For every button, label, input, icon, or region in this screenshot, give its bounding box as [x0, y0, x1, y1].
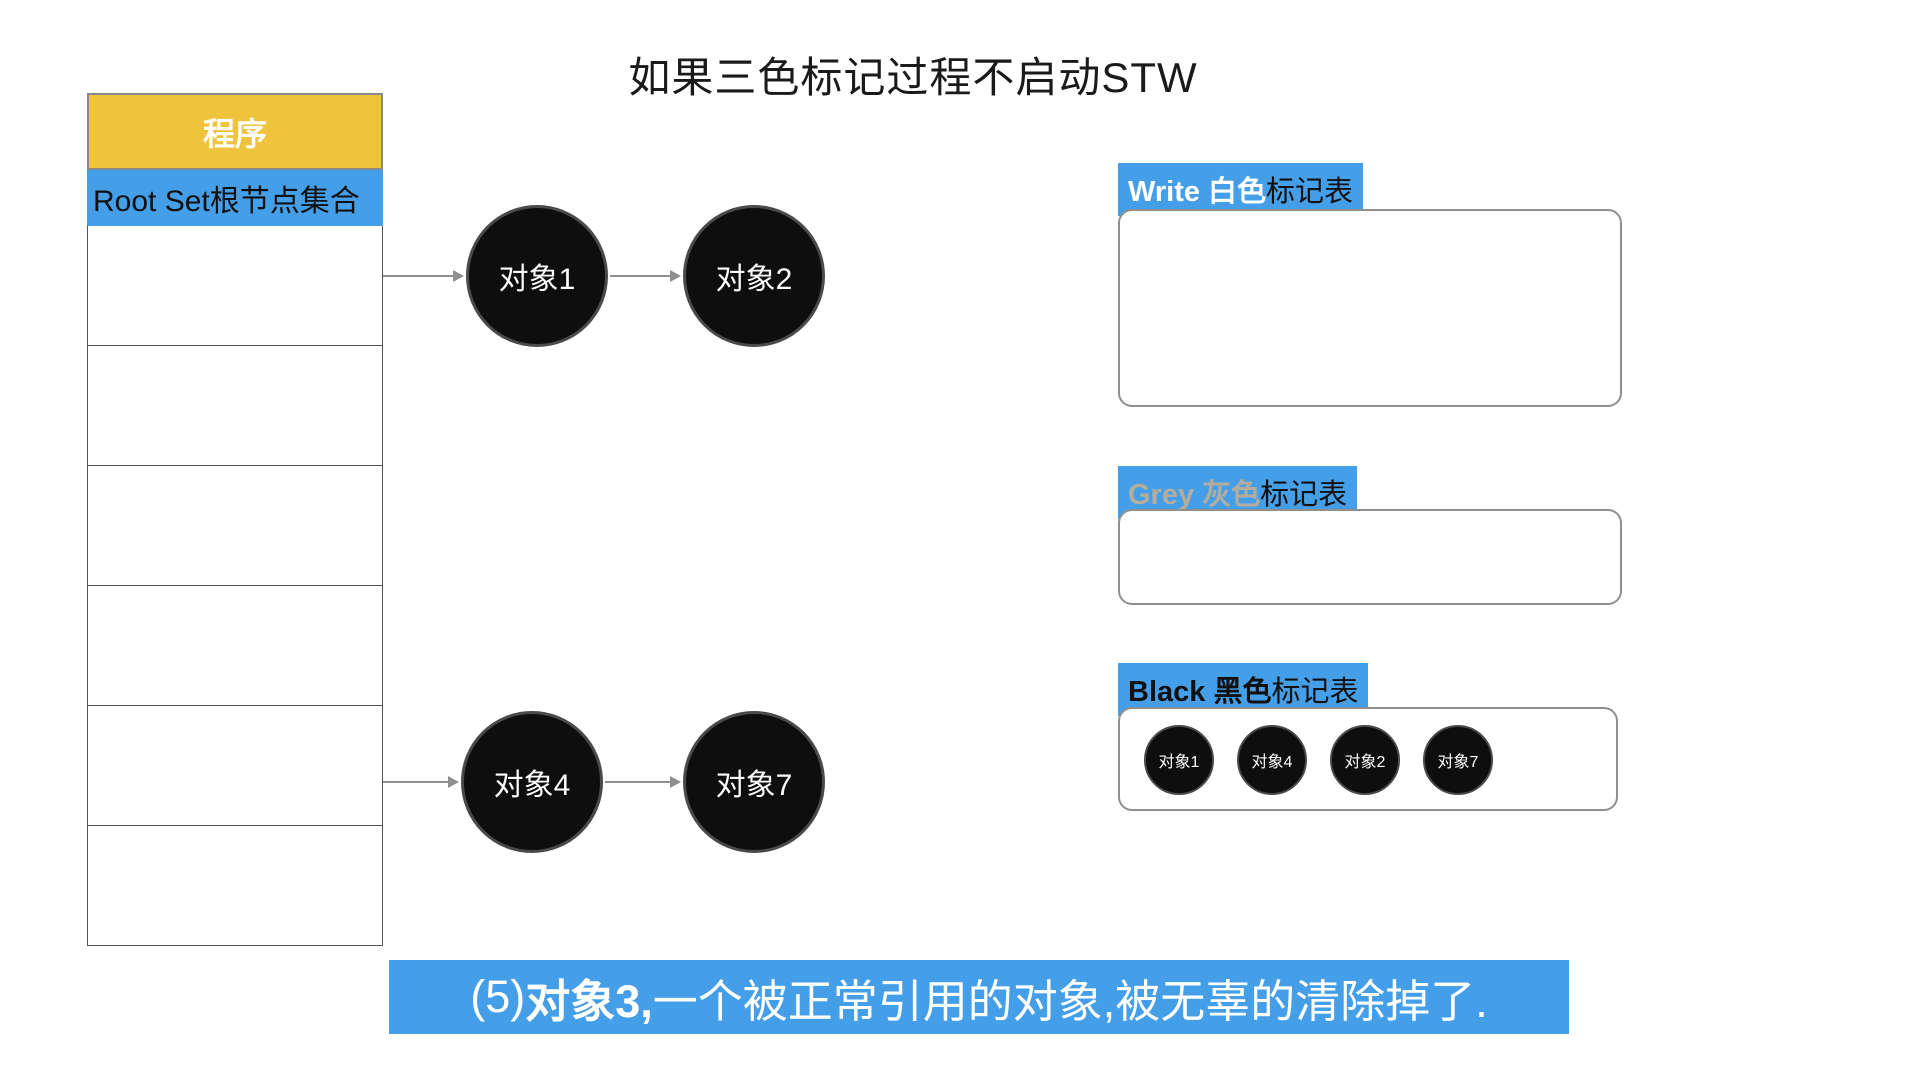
black-item-obj7: 对象7	[1423, 725, 1493, 795]
white-table-label-colored: Write 白色	[1128, 176, 1267, 208]
caption-rest: 一个被正常引用的对象,被无辜的清除掉了.	[652, 975, 1488, 1027]
program-table: 程序 Root Set根节点集合	[87, 93, 383, 946]
caption-number: (5)	[470, 971, 526, 1022]
node-obj7: 对象7	[683, 711, 825, 853]
grey-table-box	[1118, 509, 1622, 605]
grey-table-label-colored: Grey 灰色	[1128, 479, 1261, 511]
black-table-label-colored: Black 黑色	[1128, 676, 1272, 708]
node-obj1: 对象1	[466, 205, 608, 347]
caption-bold: 对象3,	[525, 975, 653, 1027]
program-table-row	[87, 586, 383, 706]
arrow-obj4-to-obj7	[605, 776, 681, 788]
white-table-label: Write 白色标记表	[1118, 163, 1364, 216]
black-item-obj1: 对象1	[1144, 725, 1214, 795]
black-table-label-suffix: 标记表	[1271, 676, 1359, 708]
caption-banner: (5) 对象3, 一个被正常引用的对象,被无辜的清除掉了.	[389, 960, 1569, 1034]
program-table-row	[87, 226, 383, 346]
arrow-root-to-obj4	[383, 776, 459, 788]
program-table-row	[87, 706, 383, 826]
white-table-box	[1118, 209, 1622, 407]
black-item-obj4: 对象4	[1237, 725, 1307, 795]
program-table-row	[87, 466, 383, 586]
root-set-row: Root Set根节点集合	[87, 170, 383, 226]
white-table-label-suffix: 标记表	[1266, 176, 1354, 208]
grey-table-label-suffix: 标记表	[1260, 479, 1348, 511]
arrow-obj1-to-obj2	[610, 270, 681, 282]
diagram-title: 如果三色标记过程不启动STW	[628, 54, 1198, 101]
program-table-row	[87, 826, 383, 946]
node-obj4: 对象4	[461, 711, 603, 853]
arrow-root-to-obj1	[383, 270, 464, 282]
node-obj2: 对象2	[683, 205, 825, 347]
program-table-header: 程序	[87, 93, 383, 170]
program-table-row	[87, 346, 383, 466]
black-table-box: 对象1 对象4 对象2 对象7	[1118, 707, 1618, 811]
black-item-obj2: 对象2	[1330, 725, 1400, 795]
